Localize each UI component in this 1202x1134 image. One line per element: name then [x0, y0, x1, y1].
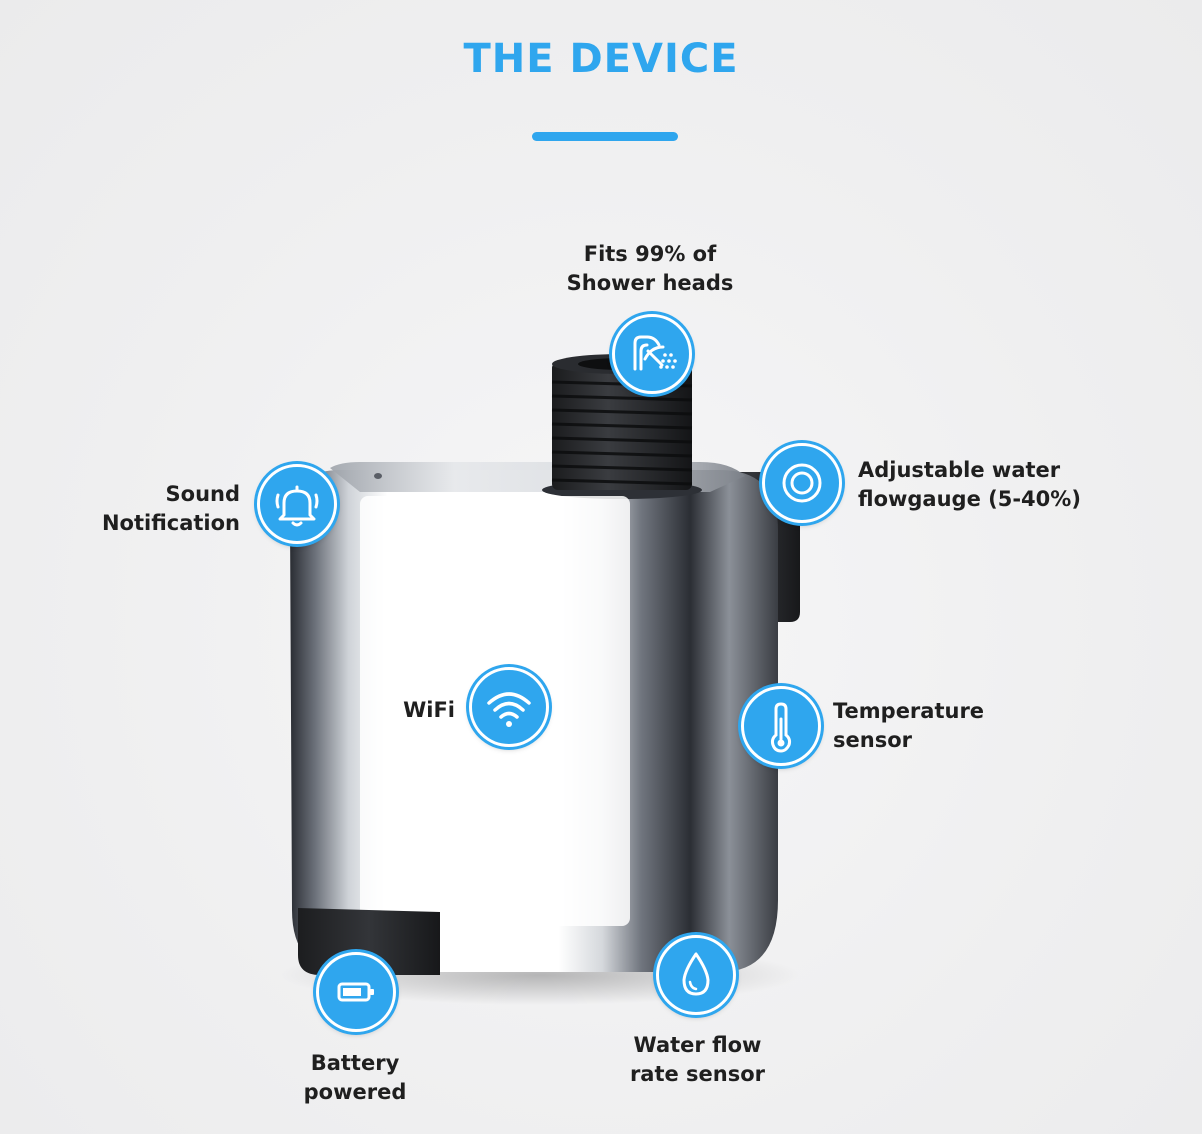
title-underline [532, 132, 678, 141]
shower-head-icon [612, 314, 692, 394]
page-title: THE DEVICE [463, 36, 739, 82]
flow-gauge-icon [762, 443, 842, 523]
water-flow-label-line2: rate sensor [629, 1062, 766, 1086]
wifi-icon [469, 667, 549, 747]
water-flow-feature-label: Water flow rate sensor [605, 1031, 790, 1089]
wifi-feature-label: WiFi [403, 698, 455, 722]
flow-gauge-label-line2: flowgauge (5-40%) [858, 487, 1081, 511]
water-flow-label-line1: Water flow [633, 1033, 762, 1057]
thermometer-icon [741, 686, 821, 766]
shower-label-line2: Shower heads [566, 271, 734, 295]
shower-feature-label: Fits 99% of Shower heads [560, 240, 740, 298]
water-drop-icon [656, 935, 736, 1015]
battery-icon [316, 952, 396, 1032]
bell-icon [257, 464, 337, 544]
battery-feature-label: Battery powered [270, 1049, 440, 1107]
temperature-label-line1: Temperature [833, 699, 985, 723]
sound-feature-label: Sound Notification [60, 480, 240, 538]
temperature-feature-label: Temperature sensor [833, 697, 984, 755]
shower-label-line1: Fits 99% of [583, 242, 717, 266]
sound-label-line1: Sound [165, 482, 240, 506]
flow-gauge-label-line1: Adjustable water [858, 458, 1061, 482]
sound-label-line2: Notification [101, 511, 240, 535]
temperature-label-line2: sensor [833, 728, 912, 752]
battery-label-line2: powered [303, 1080, 407, 1104]
battery-label-line1: Battery [310, 1051, 400, 1075]
flow-gauge-feature-label: Adjustable water flowgauge (5-40%) [858, 456, 1081, 514]
